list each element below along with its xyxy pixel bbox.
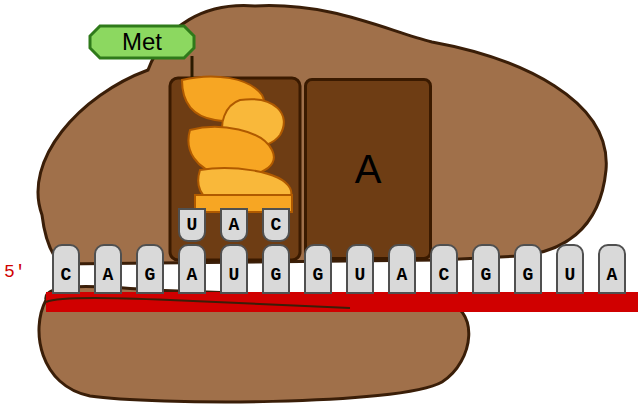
- trna-molecule: [182, 76, 292, 212]
- mrna-base: U: [346, 244, 374, 294]
- mrna-base: A: [178, 244, 206, 294]
- anticodon-base: U: [178, 208, 206, 242]
- mrna-base: G: [136, 244, 164, 294]
- base-letter: G: [271, 266, 282, 284]
- base-letter: U: [565, 266, 576, 284]
- mrna-base: C: [430, 244, 458, 294]
- base-letter: G: [481, 266, 492, 284]
- base-letter: G: [313, 266, 324, 284]
- base-letter: A: [187, 266, 198, 284]
- base-letter: G: [145, 266, 156, 284]
- base-letter: A: [103, 266, 114, 284]
- small-subunit-lip: [46, 298, 350, 308]
- base-letter: A: [607, 266, 618, 284]
- base-letter: U: [229, 266, 240, 284]
- mrna-base: U: [556, 244, 584, 294]
- mrna-base: C: [52, 244, 80, 294]
- strand-end-label: 5': [4, 262, 26, 282]
- base-letter: U: [355, 266, 366, 284]
- a-site-box: A: [304, 78, 432, 260]
- mrna-base: G: [472, 244, 500, 294]
- base-letter: A: [397, 266, 408, 284]
- amino-acid-name: Met: [122, 30, 162, 54]
- base-letter: G: [523, 266, 534, 284]
- base-letter: C: [439, 266, 450, 284]
- mrna-base: G: [262, 244, 290, 294]
- base-letter: A: [229, 216, 240, 234]
- mrna-base: G: [514, 244, 542, 294]
- anticodon-base: C: [262, 208, 290, 242]
- large-subunit: [38, 6, 606, 264]
- base-letter: C: [61, 266, 72, 284]
- mrna-base: A: [94, 244, 122, 294]
- mrna-base: A: [388, 244, 416, 294]
- mrna-strand: [46, 292, 638, 312]
- amino-acid-tag: Met: [88, 24, 196, 60]
- mrna-base: G: [304, 244, 332, 294]
- anticodon-base: A: [220, 208, 248, 242]
- mrna-base: U: [220, 244, 248, 294]
- base-letter: U: [187, 216, 198, 234]
- site-label: A: [355, 149, 382, 189]
- base-letter: C: [271, 216, 282, 234]
- mrna-base: A: [598, 244, 626, 294]
